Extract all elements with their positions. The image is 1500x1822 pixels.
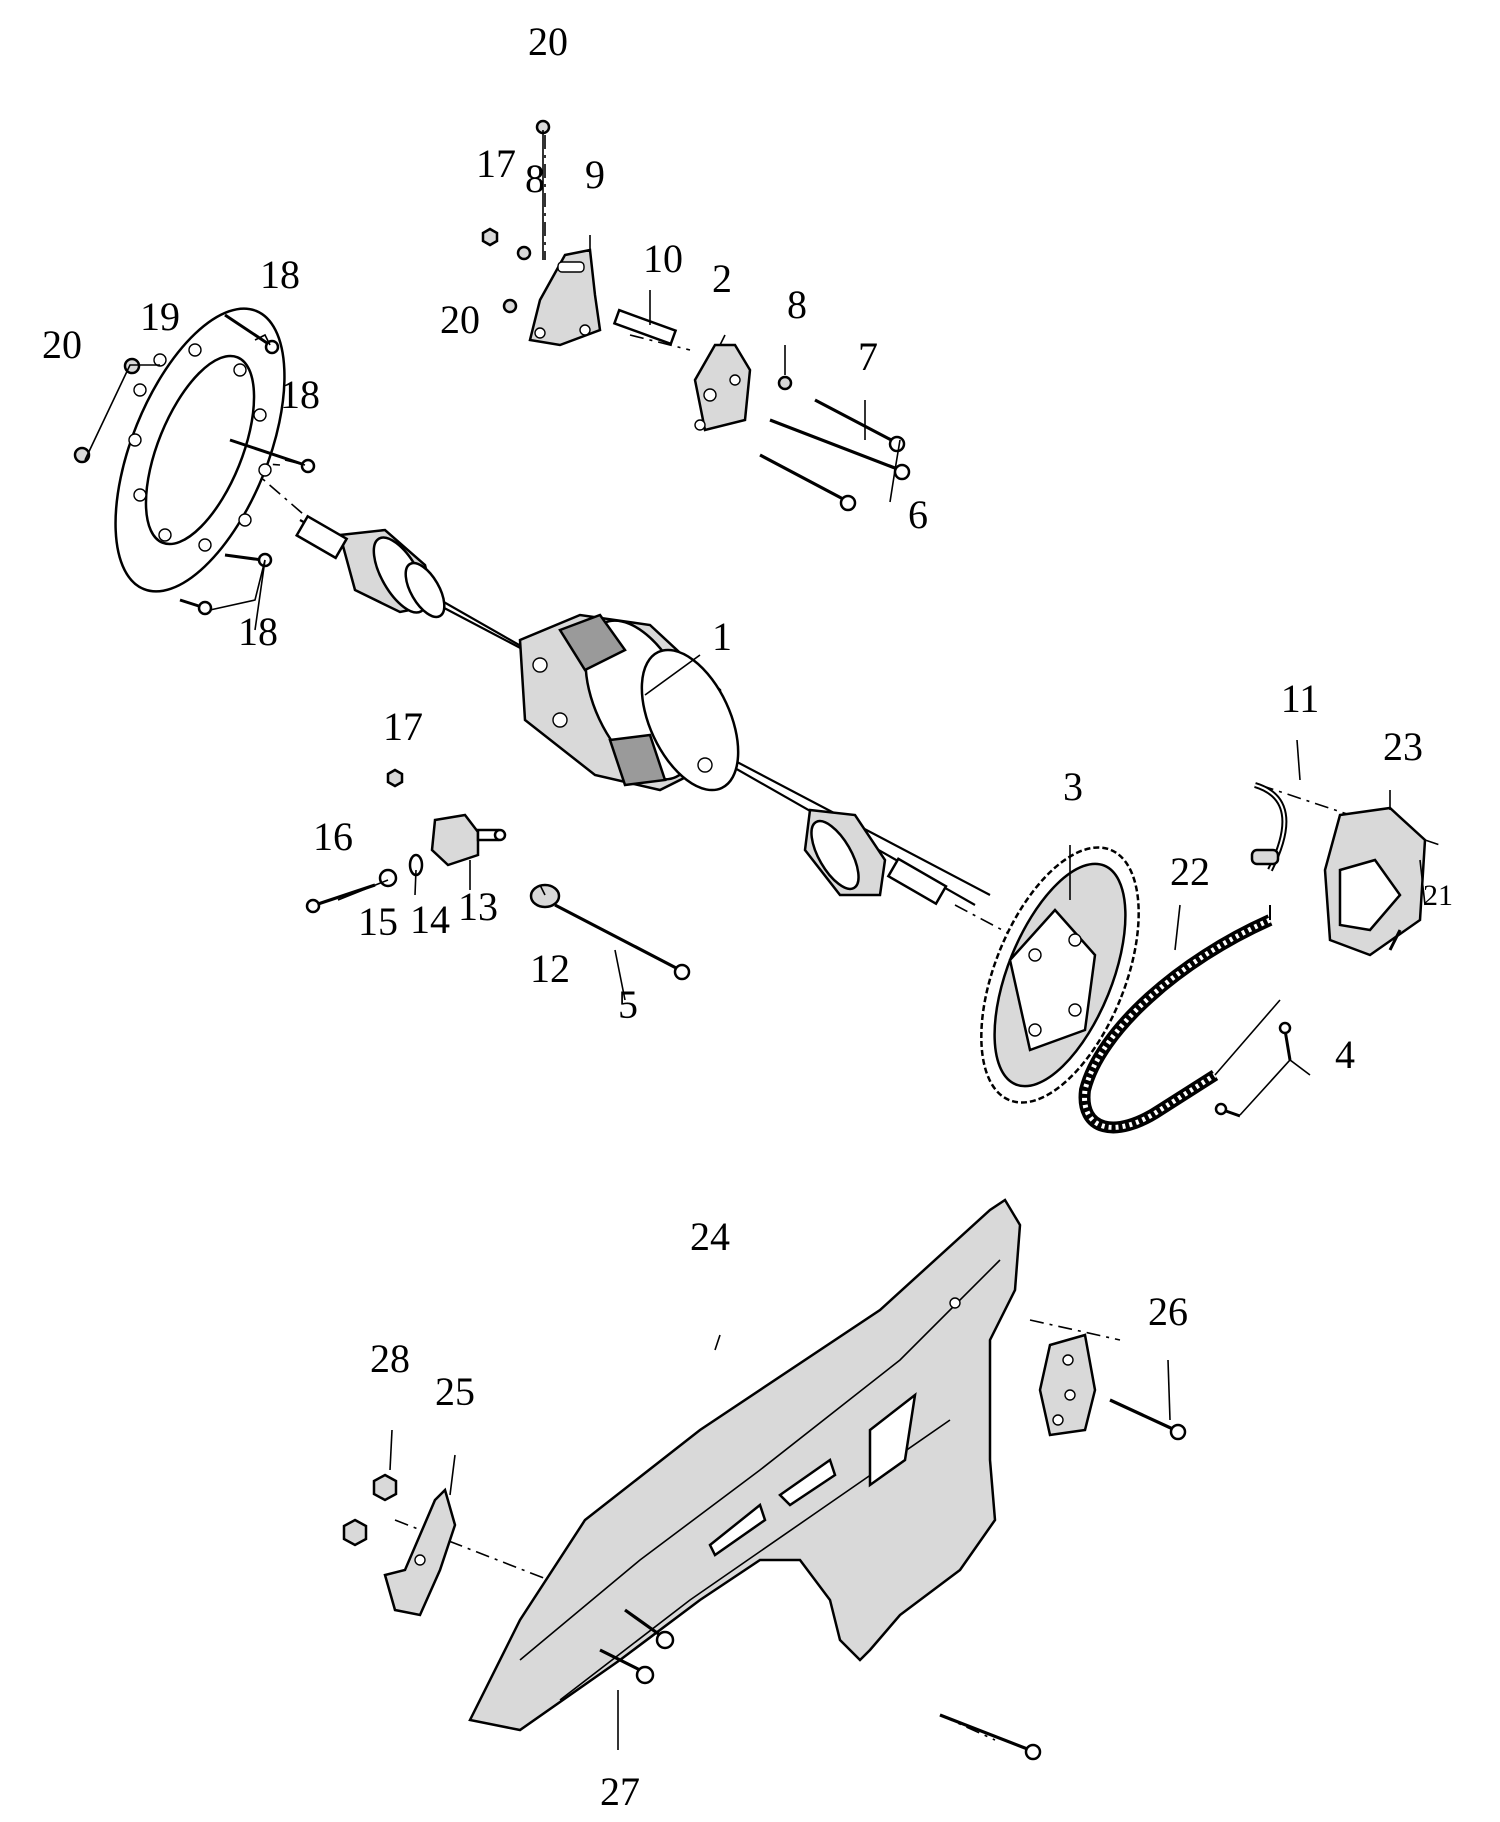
callout-c7: 7 <box>858 334 878 379</box>
callout-c27: 27 <box>600 1769 640 1814</box>
callout-c8a: 8 <box>525 156 545 201</box>
callout-c10: 10 <box>643 236 683 281</box>
cover-fasteners <box>342 1398 1187 1761</box>
callout-c19: 19 <box>140 294 180 339</box>
callout-c8b: 8 <box>787 282 807 327</box>
adjuster-bolt <box>305 883 376 914</box>
chain-guide <box>1250 782 1288 872</box>
callout-c17b: 17 <box>383 704 423 749</box>
disc-bolts <box>179 313 316 616</box>
callout-c18b: 18 <box>280 372 320 417</box>
callout-c25: 25 <box>435 1369 475 1414</box>
spacer-and-bolt <box>529 883 691 981</box>
callout-c18c: 18 <box>238 609 278 654</box>
sprocket-bolts <box>1214 1021 1292 1118</box>
bracket-bolts <box>759 398 911 512</box>
callout-c26: 26 <box>1148 1289 1188 1334</box>
callout-c3: 3 <box>1063 764 1083 809</box>
chain-guard <box>1323 806 1427 957</box>
rear-sprocket <box>980 846 1140 1104</box>
callout-c6: 6 <box>908 492 928 537</box>
callout-c18a: 18 <box>260 252 300 297</box>
callout-c28: 28 <box>370 1336 410 1381</box>
chain-adjuster-clamp <box>430 813 507 867</box>
callout-c23: 23 <box>1383 724 1423 769</box>
callout-c20b: 20 <box>440 297 480 342</box>
adjuster-washers <box>378 768 424 888</box>
callout-c24: 24 <box>690 1214 730 1259</box>
cover-rear-plate <box>1038 1333 1097 1437</box>
callout-c2: 2 <box>712 256 732 301</box>
axle-carrier-housing <box>518 613 740 792</box>
drive-chain <box>1078 905 1281 1134</box>
callout-c5: 5 <box>618 982 638 1027</box>
callout-c13: 13 <box>458 884 498 929</box>
callout-c17a: 17 <box>476 141 516 186</box>
callout-c11: 11 <box>1281 676 1320 721</box>
callout-c22: 22 <box>1170 849 1210 894</box>
callout-c4: 4 <box>1335 1032 1355 1077</box>
chain-cover <box>468 1198 1022 1732</box>
cover-front-bracket <box>383 1487 457 1617</box>
callout-c16: 16 <box>313 814 353 859</box>
callout-c20c: 20 <box>42 322 82 367</box>
callout-c1: 1 <box>712 614 732 659</box>
leader-lines <box>84 130 1426 1750</box>
brake-disc <box>114 307 286 593</box>
upper-bracket <box>528 248 602 347</box>
pivot-pin <box>612 308 678 346</box>
callout-c20a: 20 <box>528 19 568 64</box>
callout-c21: 21 <box>1423 879 1453 912</box>
carrier-bracket <box>693 343 752 432</box>
axle-shaft-assembly <box>294 514 991 906</box>
callout-c9: 9 <box>585 152 605 197</box>
callout-c14: 14 <box>410 897 450 942</box>
callout-c15: 15 <box>358 899 398 944</box>
callout-c12: 12 <box>530 946 570 991</box>
